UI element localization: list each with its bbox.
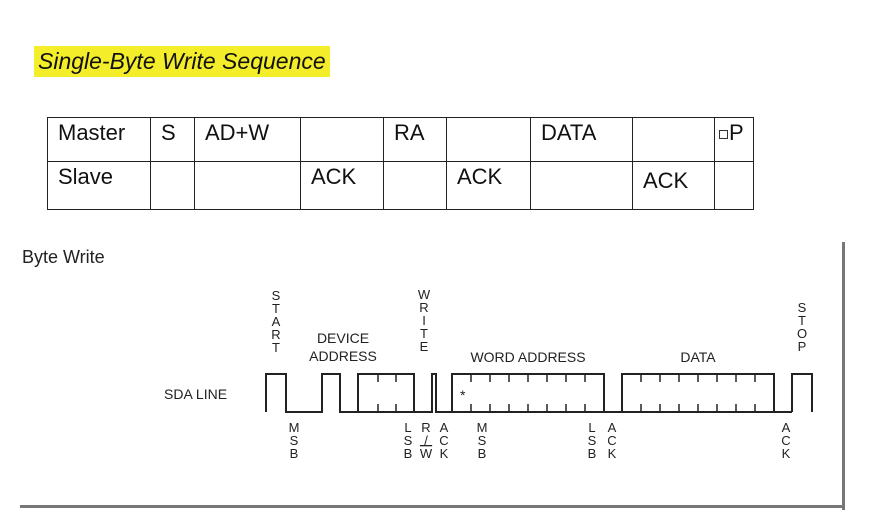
word-address-label: WORD ADDRESS bbox=[470, 349, 585, 365]
table-cell: ACK bbox=[300, 161, 384, 210]
sequence-table: Master S AD+W RA DATA P Slave ACK ACK AC… bbox=[47, 117, 754, 210]
panel-shadow-right bbox=[842, 242, 845, 510]
table-row-master: Master S AD+W RA DATA P bbox=[47, 117, 754, 162]
data-label: DATA bbox=[680, 349, 716, 365]
msb-pulse bbox=[304, 373, 358, 413]
table-cell bbox=[194, 161, 301, 210]
small-square-icon bbox=[719, 129, 728, 139]
rw-label: R/W bbox=[420, 420, 433, 461]
table-cell: AD+W bbox=[194, 117, 301, 162]
panel-shadow-bottom bbox=[20, 505, 844, 508]
table-cell: Master bbox=[47, 117, 151, 162]
table-cell bbox=[300, 117, 384, 162]
device-address-label-2: ADDRESS bbox=[309, 348, 377, 364]
asterisk-mark: * bbox=[460, 387, 466, 403]
table-cell: Slave bbox=[47, 161, 151, 210]
rw-pulse bbox=[414, 373, 452, 413]
device-address-label-1: DEVICE bbox=[317, 330, 369, 346]
sda-waveform bbox=[265, 373, 813, 413]
stop-p-label: P bbox=[729, 120, 744, 145]
table-cell: ACK bbox=[446, 161, 531, 210]
table-cell: DATA bbox=[530, 117, 633, 162]
table-cell bbox=[150, 161, 195, 210]
bit-ticks bbox=[377, 374, 397, 412]
table-row-slave: Slave ACK ACK ACK bbox=[47, 161, 754, 210]
stop-pulse bbox=[791, 373, 813, 412]
table-cell bbox=[383, 161, 447, 210]
byte-write-title: Byte Write bbox=[22, 247, 105, 267]
table-cell bbox=[714, 161, 754, 210]
device-address-box bbox=[357, 373, 415, 413]
table-cell: ACK bbox=[632, 161, 715, 210]
start-pulse bbox=[265, 373, 304, 413]
page-title: Single-Byte Write Sequence bbox=[34, 46, 330, 77]
word-address-ticks bbox=[470, 374, 586, 412]
table-cell: P bbox=[714, 117, 754, 162]
table-cell bbox=[530, 161, 633, 210]
data-ticks bbox=[640, 374, 756, 412]
table-cell: RA bbox=[383, 117, 447, 162]
sda-line-label: SDA LINE bbox=[164, 386, 227, 402]
